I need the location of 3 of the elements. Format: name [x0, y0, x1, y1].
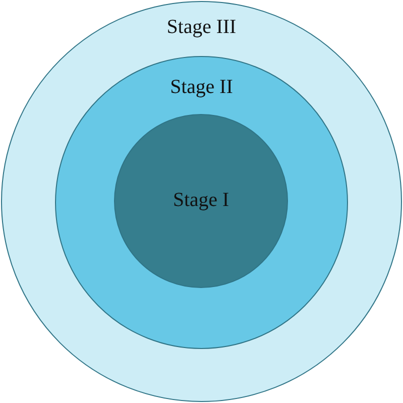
stage-label: Stage II [170, 76, 233, 98]
stage-label: Stage III [166, 16, 236, 38]
stage-label: Stage I [172, 189, 230, 211]
